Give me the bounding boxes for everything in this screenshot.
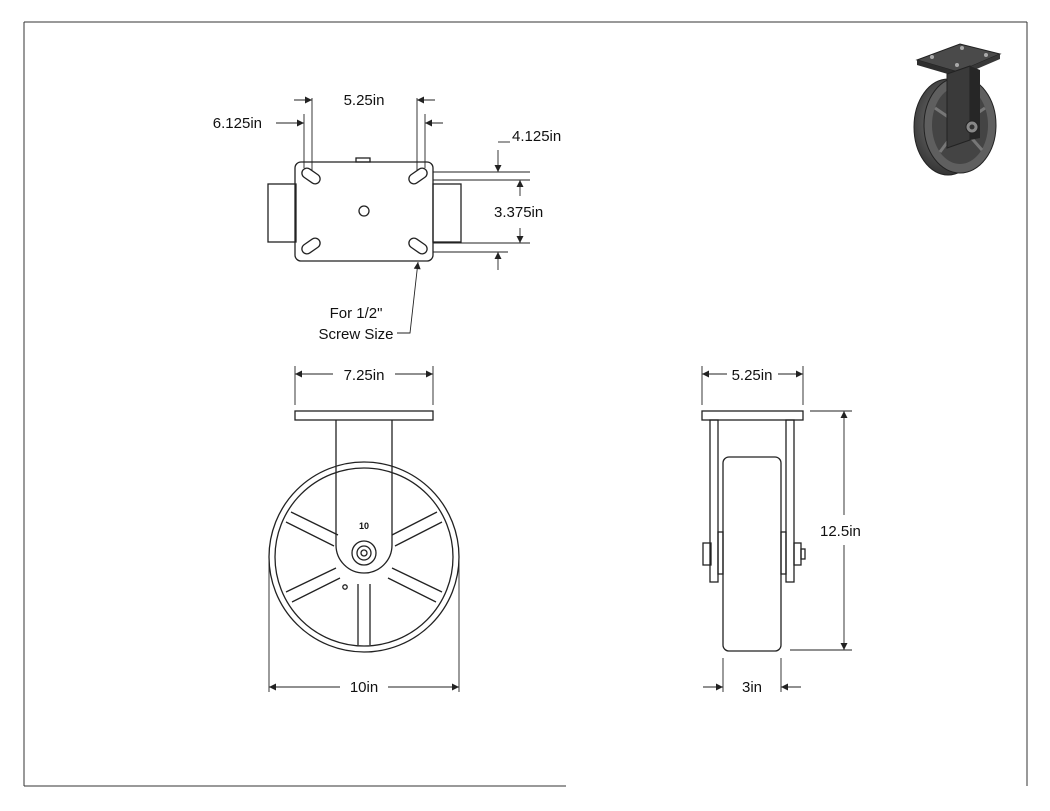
dim-front-plate-width-label: 7.25in bbox=[344, 367, 385, 384]
screw-size-note: For 1/2" Screw Size bbox=[318, 261, 421, 343]
dim-side-plate-width: 5.25in bbox=[701, 366, 804, 405]
dim-side-plate-width-label: 5.25in bbox=[732, 367, 773, 384]
front-axle-bolt bbox=[356, 545, 372, 561]
front-view: 10 7.25in 10in bbox=[268, 366, 460, 696]
front-wheel-outer bbox=[268, 461, 460, 653]
dim-plate-length-label: 4.125in bbox=[512, 128, 561, 145]
dim-wheel-width: 3in bbox=[703, 658, 801, 696]
center-hole bbox=[358, 205, 370, 217]
top-plate bbox=[294, 161, 434, 262]
dim-bolt-spacing-length-label: 3.375in bbox=[494, 204, 543, 221]
dim-plate-width-top-label: 6.125in bbox=[213, 115, 262, 132]
sheet-border bbox=[23, 21, 1028, 787]
side-top-plate bbox=[701, 410, 804, 421]
side-nut bbox=[793, 542, 802, 566]
wheel-size-label: 10 bbox=[359, 521, 369, 531]
front-wheel-rim bbox=[274, 467, 454, 647]
screw-note-line1: For 1/2" bbox=[330, 305, 383, 322]
top-view-wheel-left bbox=[267, 183, 297, 243]
caster-render-icon bbox=[913, 43, 1002, 176]
dim-overall-height-label: 12.5in bbox=[820, 523, 861, 540]
dim-wheel-diameter-label: 10in bbox=[350, 679, 378, 696]
screw-note-line2: Screw Size bbox=[318, 326, 393, 343]
side-hub-right bbox=[780, 531, 787, 575]
front-top-plate bbox=[294, 410, 434, 421]
dim-bolt-spacing-width: 5.25in bbox=[294, 92, 435, 170]
dim-bolt-spacing-length: 3.375in bbox=[433, 179, 543, 244]
front-axle-center bbox=[360, 549, 368, 557]
top-view-wheel-right bbox=[432, 183, 462, 243]
plate-marker bbox=[355, 157, 371, 163]
dim-bolt-spacing-width-label: 5.25in bbox=[344, 92, 385, 109]
front-fork-leg bbox=[335, 420, 393, 574]
dim-wheel-diameter: 10in bbox=[268, 560, 460, 696]
bolt-slot-holes bbox=[301, 167, 428, 255]
side-fork-left bbox=[709, 419, 719, 583]
dim-front-plate-width: 7.25in bbox=[294, 366, 434, 405]
dim-plate-width-top: 6.125in bbox=[213, 114, 443, 168]
wheel-spokes bbox=[285, 511, 443, 645]
top-view: 5.25in 6.125in 4.125in 3.375in bbox=[213, 92, 561, 343]
dim-wheel-width-label: 3in bbox=[742, 679, 762, 696]
side-hub-left bbox=[717, 531, 724, 575]
side-wheel bbox=[722, 456, 782, 652]
side-fork-right bbox=[785, 419, 795, 583]
dim-overall-height: 12.5in bbox=[790, 410, 861, 651]
dim-plate-length: 4.125in bbox=[433, 128, 561, 270]
side-bolt-end bbox=[800, 548, 806, 560]
side-view: 5.25in 12.5in 3in bbox=[701, 366, 861, 696]
front-axle-nut bbox=[351, 540, 377, 566]
side-bolt-head bbox=[702, 542, 712, 566]
grease-fitting bbox=[342, 584, 348, 590]
